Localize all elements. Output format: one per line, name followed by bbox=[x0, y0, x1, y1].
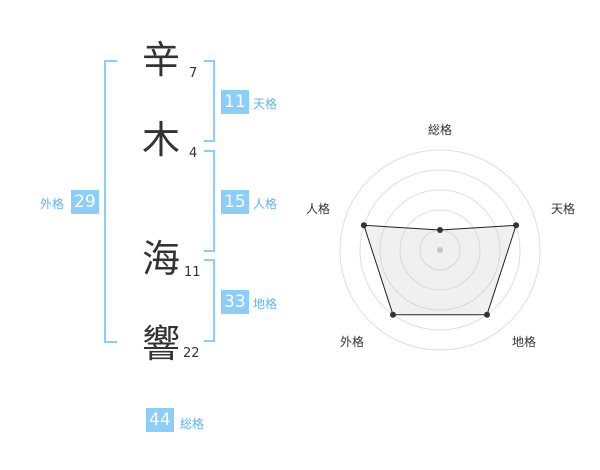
radar-axis-label-jinkaku: 人格 bbox=[306, 201, 330, 216]
radar-data-area bbox=[363, 224, 517, 316]
radar-rings bbox=[339, 149, 541, 351]
radar-ring-5 bbox=[339, 149, 541, 351]
jinkaku-value-badge: 15 bbox=[221, 190, 249, 214]
gaikaku-value-badge: 29 bbox=[71, 190, 99, 214]
name-char-1: 辛 bbox=[141, 38, 180, 82]
radar-point-4 bbox=[360, 222, 367, 229]
tenkaku-value-badge: 11 bbox=[221, 90, 249, 114]
radar-point-0 bbox=[437, 227, 443, 233]
chikaku-label: 地格 bbox=[253, 297, 278, 311]
gaikaku-bracket bbox=[104, 60, 117, 343]
gaikaku-label: 外格 bbox=[40, 197, 65, 211]
radar-point-3 bbox=[389, 311, 396, 318]
stroke-count-2: 4 bbox=[189, 146, 198, 161]
stroke-count-3: 11 bbox=[184, 265, 201, 280]
stroke-count-4: 22 bbox=[183, 346, 200, 361]
stroke-count-1: 7 bbox=[189, 66, 198, 81]
radar-center-dot bbox=[437, 247, 443, 253]
soukaku-label: 総格 bbox=[180, 417, 205, 431]
radar-axis-label-gaikaku: 外格 bbox=[340, 334, 364, 349]
radar-ring-2 bbox=[399, 209, 481, 291]
radar-points bbox=[360, 222, 520, 318]
radar-axis-label-tenkaku: 天格 bbox=[551, 201, 575, 216]
radar-ring-3 bbox=[379, 189, 501, 311]
radar-axis-label-soukaku: 総格 bbox=[428, 122, 452, 137]
soukaku-value-badge: 44 bbox=[146, 408, 174, 432]
name-char-4: 響 bbox=[141, 322, 180, 366]
jinkaku-label: 人格 bbox=[253, 197, 278, 211]
chikaku-bracket bbox=[204, 259, 215, 342]
name-char-2: 木 bbox=[141, 118, 180, 162]
name-char-3: 海 bbox=[141, 237, 180, 281]
radar-point-2 bbox=[484, 311, 491, 318]
tenkaku-bracket bbox=[204, 60, 215, 142]
chikaku-value-badge: 33 bbox=[221, 290, 249, 314]
radar-axis-label-chikaku: 地格 bbox=[512, 334, 536, 349]
tenkaku-label: 天格 bbox=[253, 97, 278, 111]
radar-ring-4 bbox=[359, 169, 521, 331]
radar-point-1 bbox=[513, 222, 520, 229]
jinkaku-bracket bbox=[204, 150, 215, 252]
